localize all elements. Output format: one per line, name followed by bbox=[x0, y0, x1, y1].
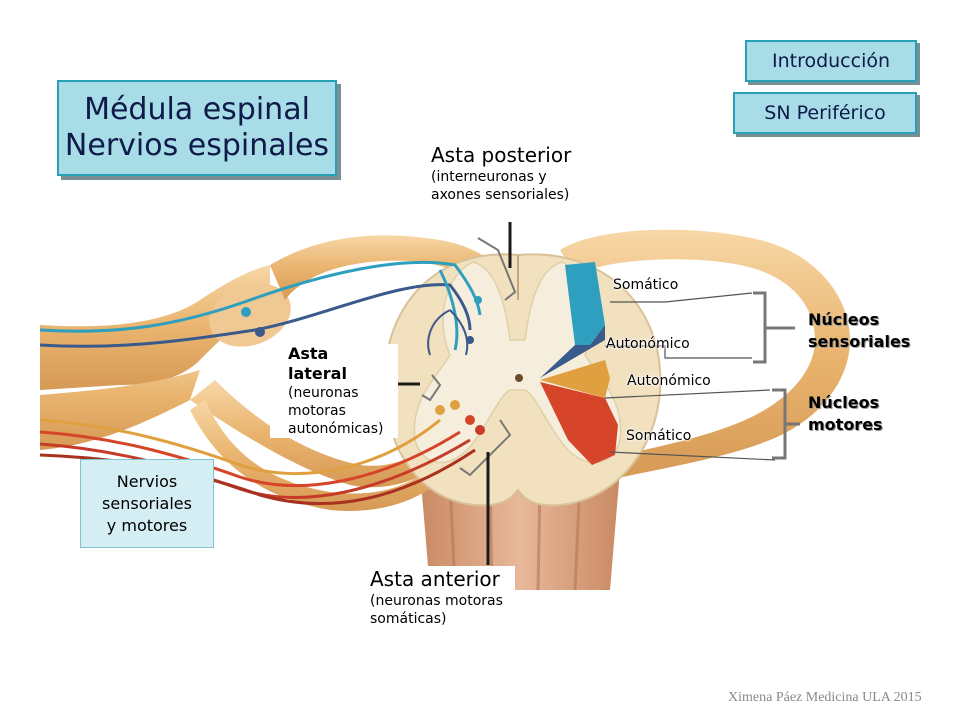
nervios-line-2: sensoriales bbox=[102, 493, 192, 513]
asta-anterior-label: Asta anterior (neuronas motoras somática… bbox=[368, 566, 515, 630]
asta-lateral-desc-1: (neuronas bbox=[288, 385, 359, 401]
left-nerve-trunk bbox=[40, 265, 270, 390]
title-line-1: Médula espinal bbox=[84, 92, 310, 127]
neuron-cell-bodies bbox=[241, 296, 485, 435]
asta-posterior-desc-2: axones sensoriales) bbox=[431, 187, 570, 203]
asta-posterior-label: Asta posterior (interneuronas y axones s… bbox=[429, 142, 574, 204]
dorsal-root bbox=[270, 235, 500, 300]
autonomico-motor-label: Autonómico bbox=[627, 373, 711, 389]
asta-lateral-line-2: lateral bbox=[288, 364, 347, 383]
title-box: Médula espinal Nervios espinales bbox=[57, 80, 337, 176]
nucleos-sensoriales-line-1: Núcleos bbox=[808, 310, 880, 329]
asta-anterior-desc-2: somáticas) bbox=[370, 611, 447, 627]
somatico-bottom-label: Somático bbox=[626, 428, 692, 444]
motor-somatic-nucleus bbox=[540, 382, 618, 465]
ventral-root bbox=[190, 380, 470, 488]
sensory-fibers bbox=[39, 260, 482, 356]
nervios-box: Nervios sensoriales y motores bbox=[80, 459, 214, 548]
sn-periferico-button[interactable]: SN Periférico bbox=[733, 92, 917, 134]
braces bbox=[753, 291, 800, 460]
autonomico-sensory-label: Autonómico bbox=[606, 336, 690, 352]
nervios-line-1: Nervios bbox=[116, 471, 178, 491]
asta-lateral-desc-3: autonómicas) bbox=[288, 421, 384, 437]
central-canal bbox=[515, 374, 523, 382]
nucleos-motores-label: Núcleos motores bbox=[808, 392, 883, 436]
credit-text: Ximena Páez Medicina ULA 2015 bbox=[728, 690, 922, 705]
somatico-top-label: Somático bbox=[613, 277, 679, 293]
motor-autonomic-nucleus bbox=[540, 360, 610, 398]
asta-lateral-desc-2: motoras bbox=[288, 403, 346, 419]
sensory-autonomic-nucleus bbox=[540, 325, 605, 378]
callout-brackets bbox=[421, 237, 517, 477]
nucleos-sensoriales-line-2: sensoriales bbox=[808, 332, 911, 351]
introduccion-button[interactable]: Introducción bbox=[745, 40, 917, 82]
nuclei-leader-lines bbox=[604, 292, 776, 461]
asta-lateral-label: Asta lateral (neuronas motoras autonómic… bbox=[270, 344, 398, 438]
asta-posterior-desc-1: (interneuronas y bbox=[431, 169, 547, 185]
asta-anterior-title: Asta anterior bbox=[370, 567, 500, 591]
right-nerve-loop bbox=[560, 229, 850, 480]
title-line-2: Nervios espinales bbox=[64, 128, 330, 163]
nucleos-motores-line-1: Núcleos bbox=[808, 393, 880, 412]
nucleos-motores-line-2: motores bbox=[808, 415, 883, 434]
nucleos-sensoriales-label: Núcleos sensoriales bbox=[808, 309, 910, 353]
asta-lateral-line-1: Asta bbox=[288, 344, 329, 363]
asta-anterior-desc-1: (neuronas motoras bbox=[370, 593, 503, 609]
sensory-somatic-nucleus bbox=[565, 262, 605, 345]
asta-posterior-title: Asta posterior bbox=[431, 143, 572, 167]
nervios-line-3: y motores bbox=[106, 515, 188, 535]
